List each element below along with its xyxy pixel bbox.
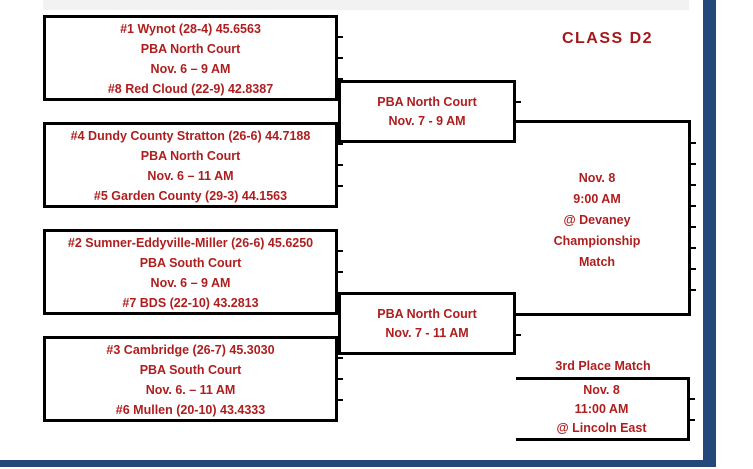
match-time: Nov. 6 – 9 AM [150, 276, 231, 290]
third-place-label: 3rd Place Match [555, 359, 651, 373]
connector-line-sf2-winner [514, 313, 691, 316]
match-venue: PBA North Court [140, 42, 241, 56]
championship-info: Nov. 8 9:00 AM @ Devaney Championship Ma… [522, 168, 672, 273]
bracket-tick [338, 78, 343, 80]
third-place-date: Nov. 8 [583, 382, 620, 397]
bracket-tick [338, 250, 343, 252]
header-strip [43, 0, 689, 10]
bracket-tick [690, 398, 695, 400]
bracket-tick [338, 164, 343, 166]
connector-line-sf1-winner [514, 120, 691, 123]
bracket-tick [691, 184, 696, 186]
bracket-tick [338, 185, 343, 187]
bracket-tick [338, 378, 343, 380]
match-time: Nov. 6 – 9 AM [150, 62, 231, 76]
bracket-tick [691, 226, 696, 228]
bracket-tick [691, 268, 696, 270]
round1-match-2: #4 Dundy County Stratton (26-6) 44.7188 … [43, 122, 338, 208]
third-place-box: Nov. 8 11:00 AM @ Lincoln East [516, 377, 690, 441]
championship-label-1: Championship [553, 234, 641, 248]
bracket-tick [690, 419, 695, 421]
team-top: #3 Cambridge (26-7) 45.3030 [106, 343, 275, 357]
championship-label-2: Match [578, 255, 616, 269]
bracket-tick [338, 36, 343, 38]
round1-match-4: #3 Cambridge (26-7) 45.3030 PBA South Co… [43, 336, 338, 422]
bracket-tick [338, 292, 343, 294]
championship-date: Nov. 8 [578, 171, 616, 185]
championship-time: 9:00 AM [573, 192, 621, 206]
team-bottom: #6 Mullen (20-10) 43.4333 [115, 403, 266, 417]
bracket-tick [691, 163, 696, 165]
semifinal-match-2: PBA North Court Nov. 7 - 11 AM [338, 292, 516, 355]
match-venue: PBA South Court [139, 363, 242, 377]
match-time: Nov. 6. – 11 AM [145, 383, 236, 397]
team-bottom: #5 Garden County (29-3) 44.1563 [93, 189, 288, 203]
team-bottom: #8 Red Cloud (22-9) 42.8387 [107, 82, 274, 96]
match-venue: PBA North Court [377, 306, 477, 321]
third-place-venue: @ Lincoln East [556, 420, 647, 435]
third-place-time: 11:00 AM [574, 401, 629, 416]
bracket-tick [516, 334, 521, 336]
team-bottom: #7 BDS (22-10) 43.2813 [122, 296, 259, 310]
bracket-tick [516, 101, 521, 103]
bracket-tick [338, 357, 343, 359]
semifinal-match-1: PBA North Court Nov. 7 - 9 AM [338, 80, 516, 143]
team-top: #1 Wynot (28-4) 45.6563 [120, 22, 261, 36]
match-venue: PBA South Court [139, 256, 242, 270]
bracket-tick [338, 143, 343, 145]
bracket-tick [338, 399, 343, 401]
match-time: Nov. 7 - 9 AM [388, 113, 466, 128]
match-time: Nov. 7 - 11 AM [385, 325, 469, 340]
bracket-title: CLASS D2 [561, 30, 654, 47]
round1-match-3: #2 Sumner-Eddyville-Miller (26-6) 45.625… [43, 229, 338, 315]
bracket-tick [691, 289, 696, 291]
connector-line-final [688, 120, 691, 316]
round1-match-1: #1 Wynot (28-4) 45.6563 PBA North Court … [43, 15, 338, 101]
match-venue: PBA North Court [140, 149, 241, 163]
match-venue: PBA North Court [377, 94, 477, 109]
team-top: #4 Dundy County Stratton (26-6) 44.7188 [70, 129, 311, 143]
match-time: Nov. 6 – 11 AM [147, 169, 234, 183]
team-top: #2 Sumner-Eddyville-Miller (26-6) 45.625… [67, 236, 314, 250]
bracket-tick [691, 142, 696, 144]
bracket-tick [691, 205, 696, 207]
accent-bar-right [703, 0, 716, 467]
accent-bar-bottom [0, 460, 716, 467]
bracket-tick [338, 57, 343, 59]
bracket-tick [691, 247, 696, 249]
bracket-tick [338, 271, 343, 273]
championship-venue: @ Devaney [563, 213, 631, 227]
